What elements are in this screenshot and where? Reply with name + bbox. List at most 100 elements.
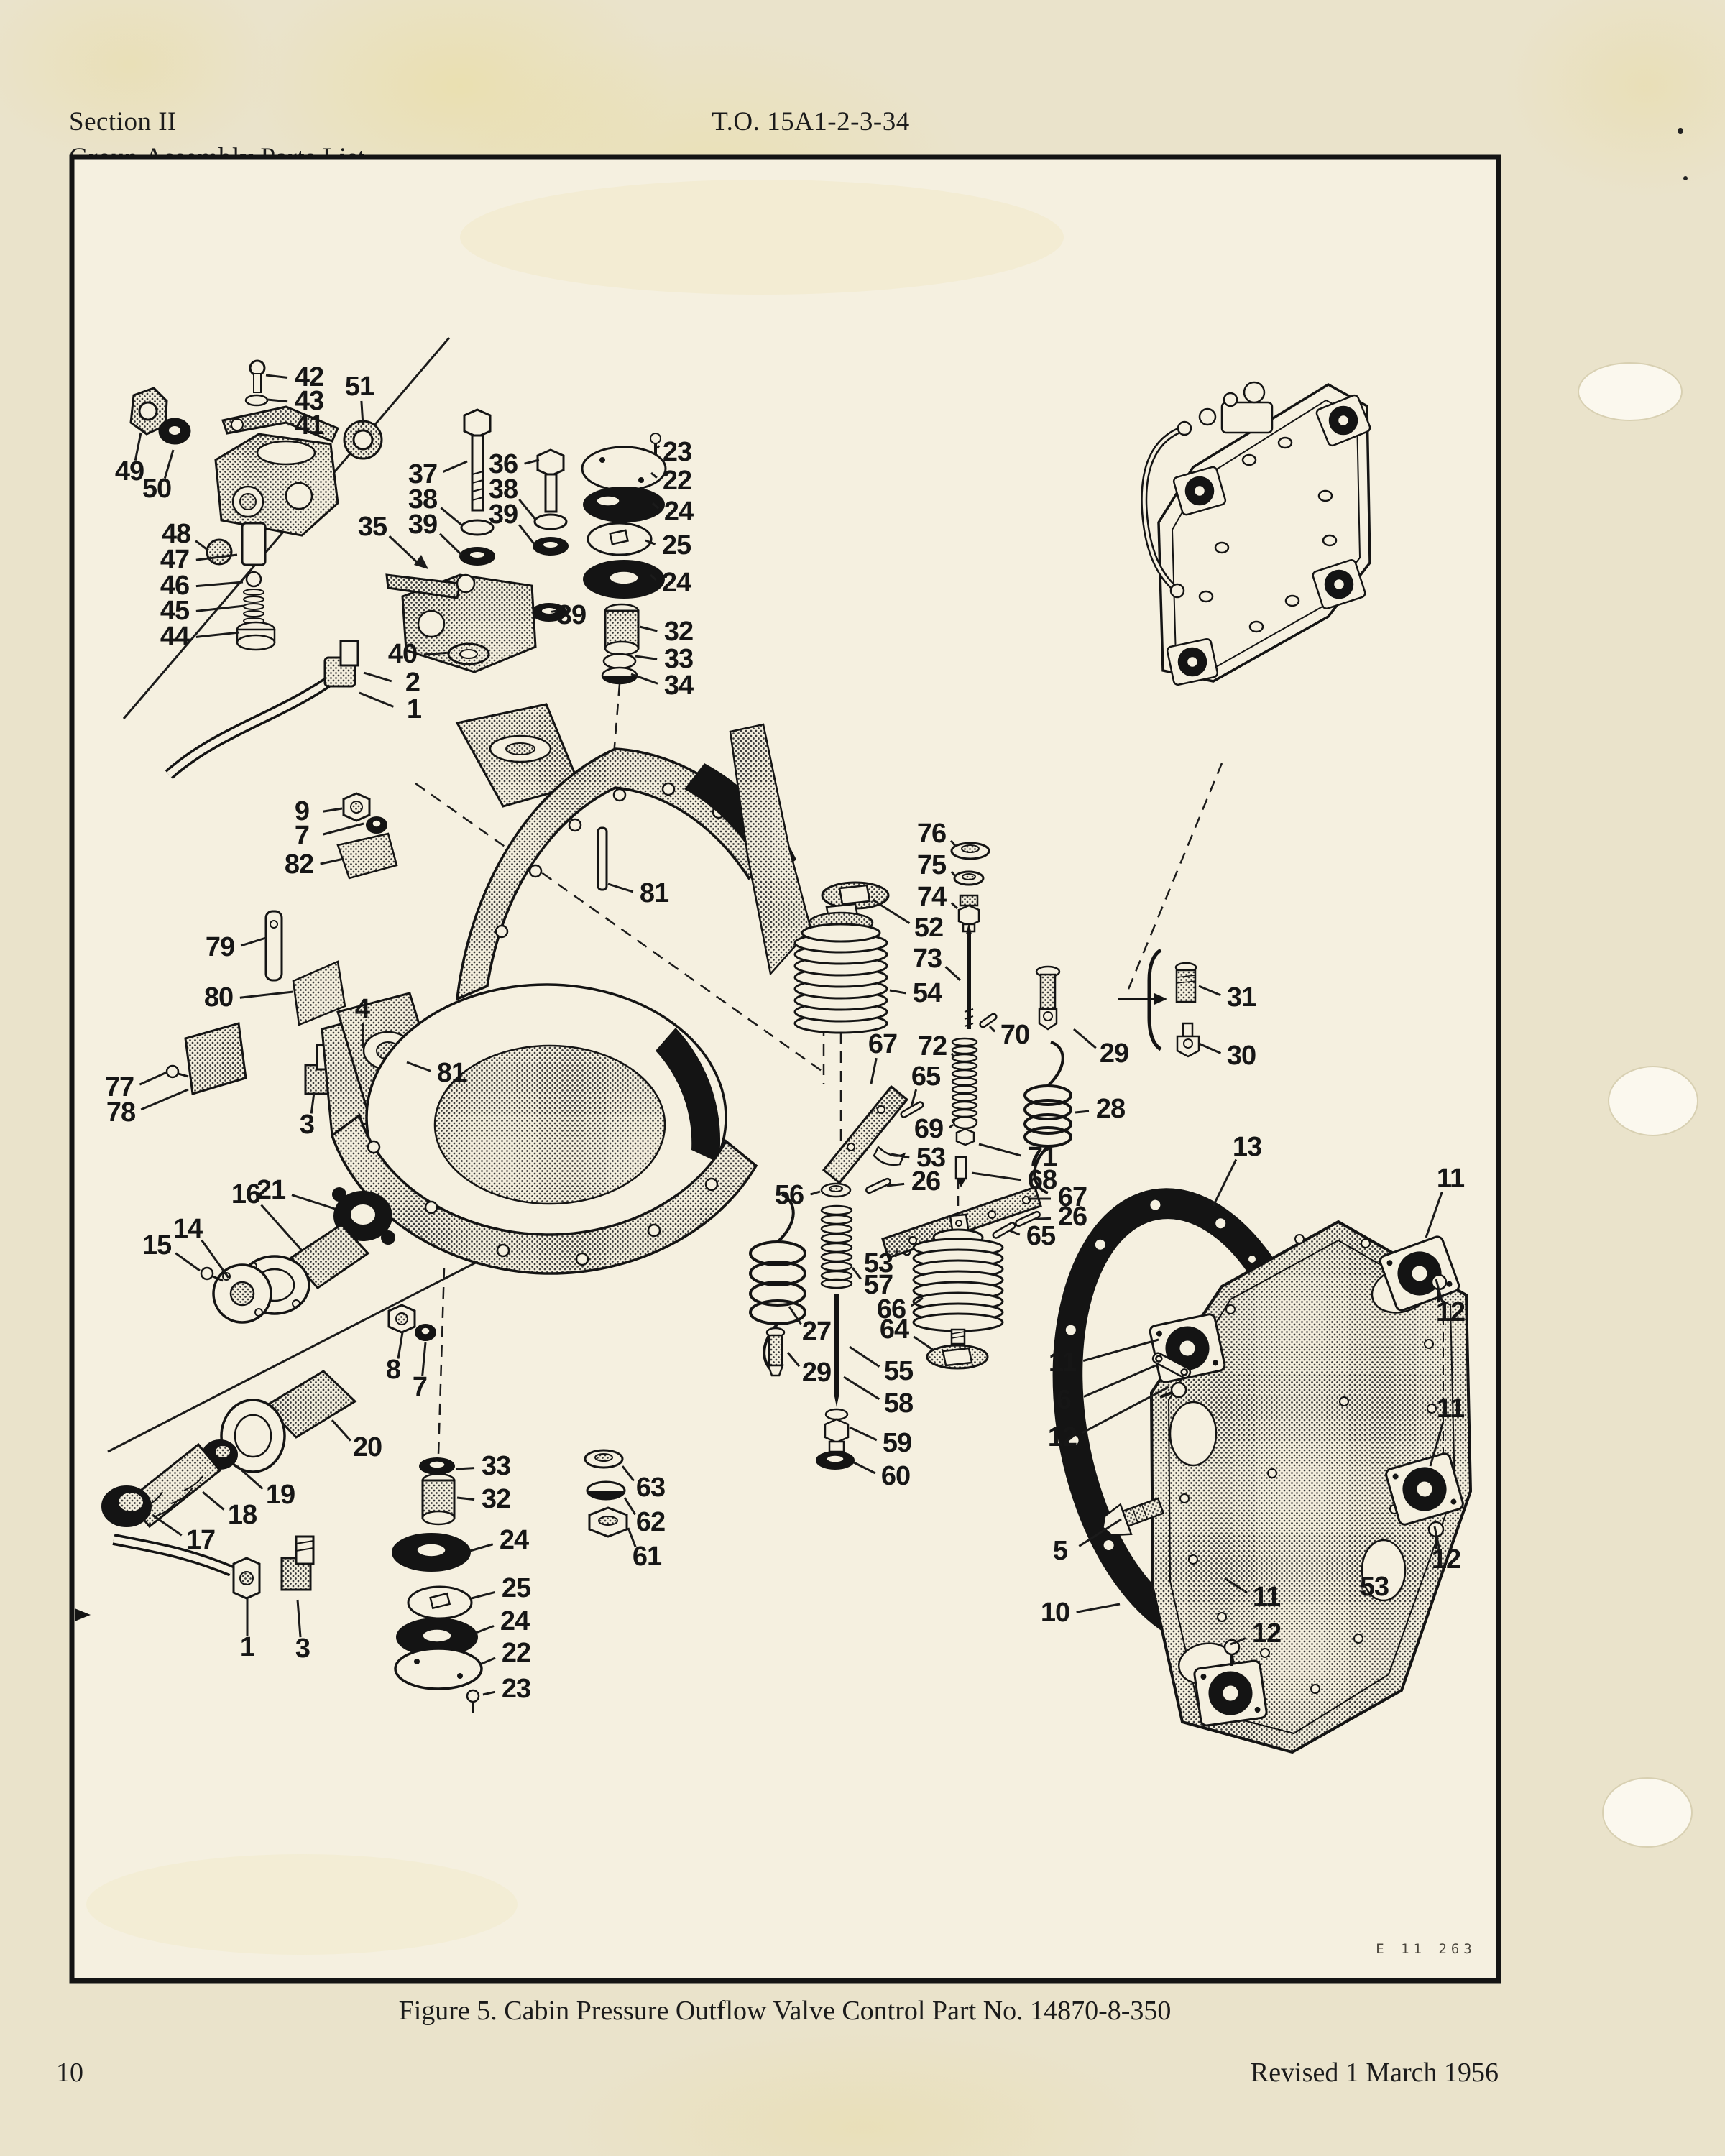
leader-line-80 <box>239 990 294 999</box>
callout-6: 6 <box>1057 1385 1071 1415</box>
part-needle-valve-column <box>950 842 998 1187</box>
part-valve-body-lower <box>385 573 537 673</box>
callout-68: 68 <box>1028 1165 1057 1195</box>
leader-line-14 <box>201 1239 230 1279</box>
leader-line-32 <box>456 1496 475 1501</box>
leader-line-51 <box>360 400 364 426</box>
plate-code: E 11 263 <box>1376 1941 1476 1957</box>
callout-38: 38 <box>408 484 437 515</box>
callout-3: 3 <box>300 1110 314 1140</box>
callout-76: 76 <box>917 819 946 849</box>
leader-line-74 <box>950 902 959 910</box>
leader-line-12 <box>1435 1279 1443 1302</box>
callout-58: 58 <box>884 1388 913 1419</box>
callout-73: 73 <box>913 944 942 974</box>
leader-line-34 <box>630 673 658 685</box>
callout-52: 52 <box>914 913 943 943</box>
callout-56: 56 <box>775 1180 804 1210</box>
callout-8: 8 <box>386 1355 400 1385</box>
callout-48: 48 <box>162 519 190 549</box>
callout-5: 5 <box>1053 1536 1068 1566</box>
callout-21: 21 <box>257 1175 286 1205</box>
leader-line-11 <box>1224 1577 1248 1594</box>
leader-line-12 <box>1433 1526 1440 1549</box>
part-screen-pads <box>165 910 406 1095</box>
part-bolts-and-washers <box>459 408 569 622</box>
leader-line-68 <box>971 1171 1021 1181</box>
leader-line-44 <box>196 631 240 638</box>
callout-4: 4 <box>355 994 370 1024</box>
leader-line-17 <box>152 1514 183 1537</box>
callout-67: 67 <box>868 1029 897 1059</box>
leader-line-24 <box>651 502 660 510</box>
leader-line-24 <box>650 573 657 581</box>
callout-75: 75 <box>917 850 947 880</box>
callout-55: 55 <box>884 1356 914 1386</box>
callout-82: 82 <box>285 849 313 880</box>
part-right-screws-springs <box>1024 948 1200 1194</box>
part-lower-left-fittings <box>101 1187 436 1600</box>
part-hose-elbow-upper <box>165 640 359 779</box>
callout-14: 14 <box>173 1214 203 1244</box>
leader-line-13 <box>1212 1158 1238 1207</box>
leader-line-73 <box>944 966 962 982</box>
leader-line-12 <box>1081 1386 1169 1434</box>
leader-line-72 <box>950 1053 955 1059</box>
leader-line-53 <box>891 1153 910 1159</box>
callout-60: 60 <box>881 1461 910 1491</box>
leader-line-35 <box>388 535 421 566</box>
leader-line-81 <box>607 883 634 893</box>
callout-49: 49 <box>115 456 144 487</box>
paper-stain <box>86 1854 518 1955</box>
callout-79: 79 <box>206 932 234 962</box>
leader-line-11 <box>1429 1422 1445 1467</box>
callout-80: 80 <box>204 982 233 1013</box>
leader-line-38 <box>440 507 464 528</box>
callout-45: 45 <box>160 596 190 626</box>
callout-layer: 4243415149504847464544373839353638394021… <box>105 362 1466 1704</box>
leader-line-1 <box>359 691 395 708</box>
leader-line-28 <box>1075 1110 1090 1114</box>
ink-speck <box>1678 128 1683 134</box>
callout-10: 10 <box>1041 1598 1070 1628</box>
callout-11: 11 <box>1049 1348 1077 1378</box>
leader-line-25 <box>645 539 656 545</box>
callout-36: 36 <box>489 449 518 479</box>
callout-53: 53 <box>1360 1572 1389 1602</box>
callout-20: 20 <box>353 1432 382 1462</box>
leader-line-69 <box>949 1123 954 1129</box>
callout-32: 32 <box>664 617 693 647</box>
leader-line-31 <box>1198 985 1221 997</box>
leader-line-56 <box>810 1190 821 1196</box>
callout-35: 35 <box>358 512 387 542</box>
callout-41: 41 <box>295 410 324 441</box>
callout-30: 30 <box>1227 1041 1256 1071</box>
leader-line-64 <box>913 1335 934 1351</box>
part-housing-shell-upper <box>336 703 812 1001</box>
callout-66: 66 <box>877 1294 906 1325</box>
leader-line-6 <box>1083 1364 1156 1398</box>
callout-16: 16 <box>231 1179 260 1210</box>
callout-65: 65 <box>1026 1221 1056 1251</box>
leader-line-53 <box>894 1250 898 1258</box>
leader-line-71 <box>978 1143 1022 1157</box>
leader-line-23 <box>482 1690 495 1696</box>
leader-line-23 <box>656 445 661 449</box>
leader-line-65 <box>1008 1229 1021 1236</box>
callout-46: 46 <box>160 571 189 601</box>
callout-78: 78 <box>106 1097 135 1128</box>
callout-70: 70 <box>1000 1020 1029 1050</box>
part-cover-diaphragm-stack-upper <box>581 433 667 685</box>
callout-71: 71 <box>1028 1142 1057 1172</box>
part-valve-body-upper <box>129 359 383 651</box>
leader-line-3 <box>310 1092 316 1114</box>
leader-line-39 <box>551 609 558 613</box>
leader-line-66 <box>910 1296 924 1307</box>
part-bellows-lower <box>912 1213 1004 1370</box>
callout-62: 62 <box>636 1507 665 1537</box>
leader-line-70 <box>988 1025 996 1033</box>
callout-2: 2 <box>405 668 420 698</box>
leader-line-27 <box>788 1306 802 1325</box>
callout-54: 54 <box>913 978 942 1008</box>
callout-67: 67 <box>1058 1182 1087 1212</box>
